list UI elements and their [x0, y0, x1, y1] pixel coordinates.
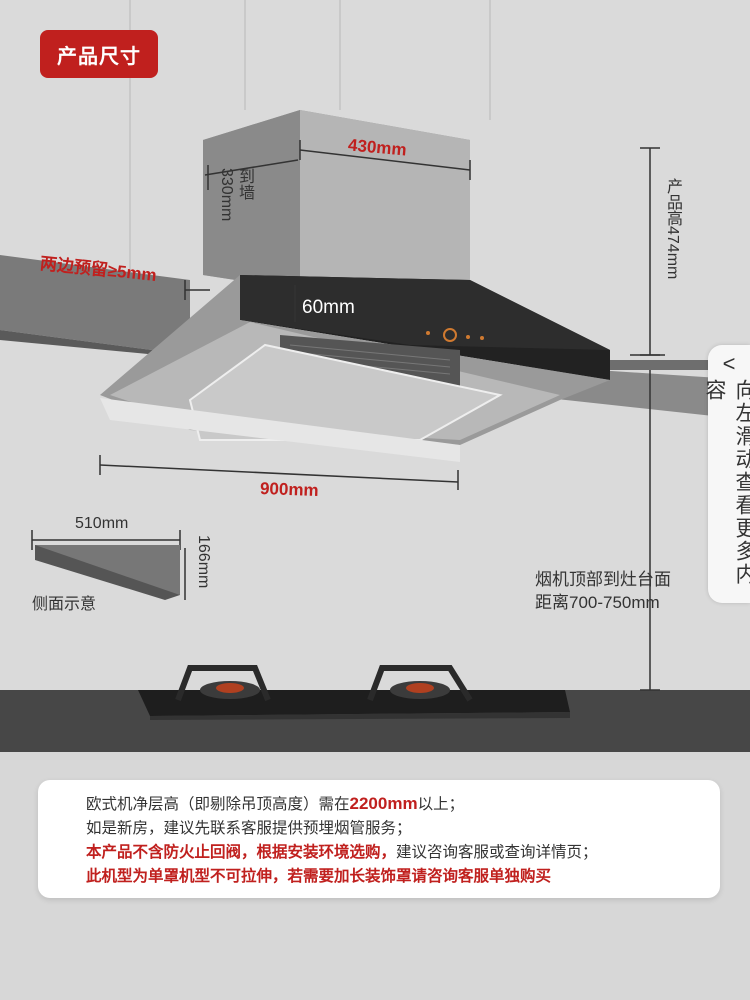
- height-total-label: 产品高474mm: [664, 178, 681, 280]
- side-view-label: 侧面示意: [32, 596, 97, 613]
- left-cabinet: [0, 255, 190, 355]
- chevron-left-icon: <: [722, 351, 736, 376]
- note-line-2: 如是新房，建议先联系客服提供预埋烟管服务；: [86, 820, 412, 837]
- product-size-tag: 产品尺寸: [40, 30, 158, 78]
- note-line-4: 此机型为单罩机型不可拉伸，若需要加长装饰罩请咨询客服单独购买: [86, 868, 552, 885]
- width-bottom-label: 900mm: [259, 478, 319, 501]
- install-distance-line2: 距离700-750mm: [535, 593, 660, 612]
- panel-height-label: 60mm: [302, 297, 355, 318]
- swipe-hint-label: 向左滑动查看更多内容: [703, 379, 750, 586]
- install-distance-line1: 烟机顶部到灶台面: [535, 570, 671, 589]
- note-line-3: 本产品不含防火止回阀，根据安装环境选购，建议咨询客服或查询详情页；: [86, 844, 598, 861]
- install-notes: 欧式机净层高（即剔除吊顶高度）需在2200mm以上； 如是新房，建议先联系客服提…: [38, 780, 720, 898]
- swipe-left-hint[interactable]: < 向左滑动查看更多内容: [703, 345, 750, 603]
- side-width-label: 510mm: [75, 515, 129, 532]
- side-height-label: 166mm: [195, 535, 212, 589]
- note-line-1: 欧式机净层高（即剔除吊顶高度）需在2200mm以上；: [86, 794, 465, 813]
